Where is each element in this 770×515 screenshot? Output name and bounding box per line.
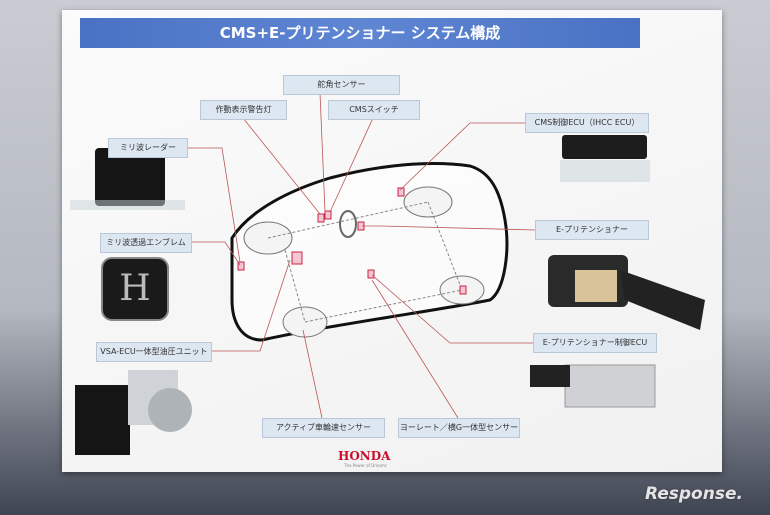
svg-text:H: H — [119, 268, 150, 309]
response-watermark: Response. — [645, 484, 743, 504]
label-warning-lamp: 作動表示警告灯 — [200, 100, 287, 120]
vsa-unit — [75, 385, 130, 455]
label-wheel-speed-sensor: アクティブ車輪速センサー — [262, 418, 385, 438]
label-pretensioner-ecu: E-プリテンショナー制御ECU — [533, 333, 657, 353]
component-images: H — [70, 135, 705, 455]
label-steering-angle-sensor: 舵角センサー — [283, 75, 400, 95]
emblem-unit — [101, 257, 169, 321]
board-title: CMS+E-プリテンショナー システム構成 — [80, 18, 640, 48]
pretensioner-ecu-unit — [564, 364, 656, 408]
sensor-markers — [237, 187, 467, 295]
label-vsa-unit: VSA-ECU一体型油圧ユニット — [96, 342, 212, 362]
label-radar: ミリ波レーダー — [108, 138, 188, 158]
label-emblem: ミリ波透過エンブレム — [100, 233, 192, 253]
cms-ecu-unit — [562, 135, 647, 159]
label-cms-switch: CMSスイッチ — [328, 100, 420, 120]
label-cms-ecu: CMS制御ECU（IHCC ECU） — [525, 113, 649, 133]
label-pretensioner: E-プリテンショナー — [535, 220, 649, 240]
honda-logo: HONDA — [338, 449, 391, 463]
radar-unit — [95, 148, 165, 206]
label-yaw-rate-sensor: ヨーレート／横G一体型センサー — [398, 418, 520, 438]
steering-wheel — [339, 210, 357, 238]
honda-slogan: The Power of Dreams — [344, 463, 387, 468]
